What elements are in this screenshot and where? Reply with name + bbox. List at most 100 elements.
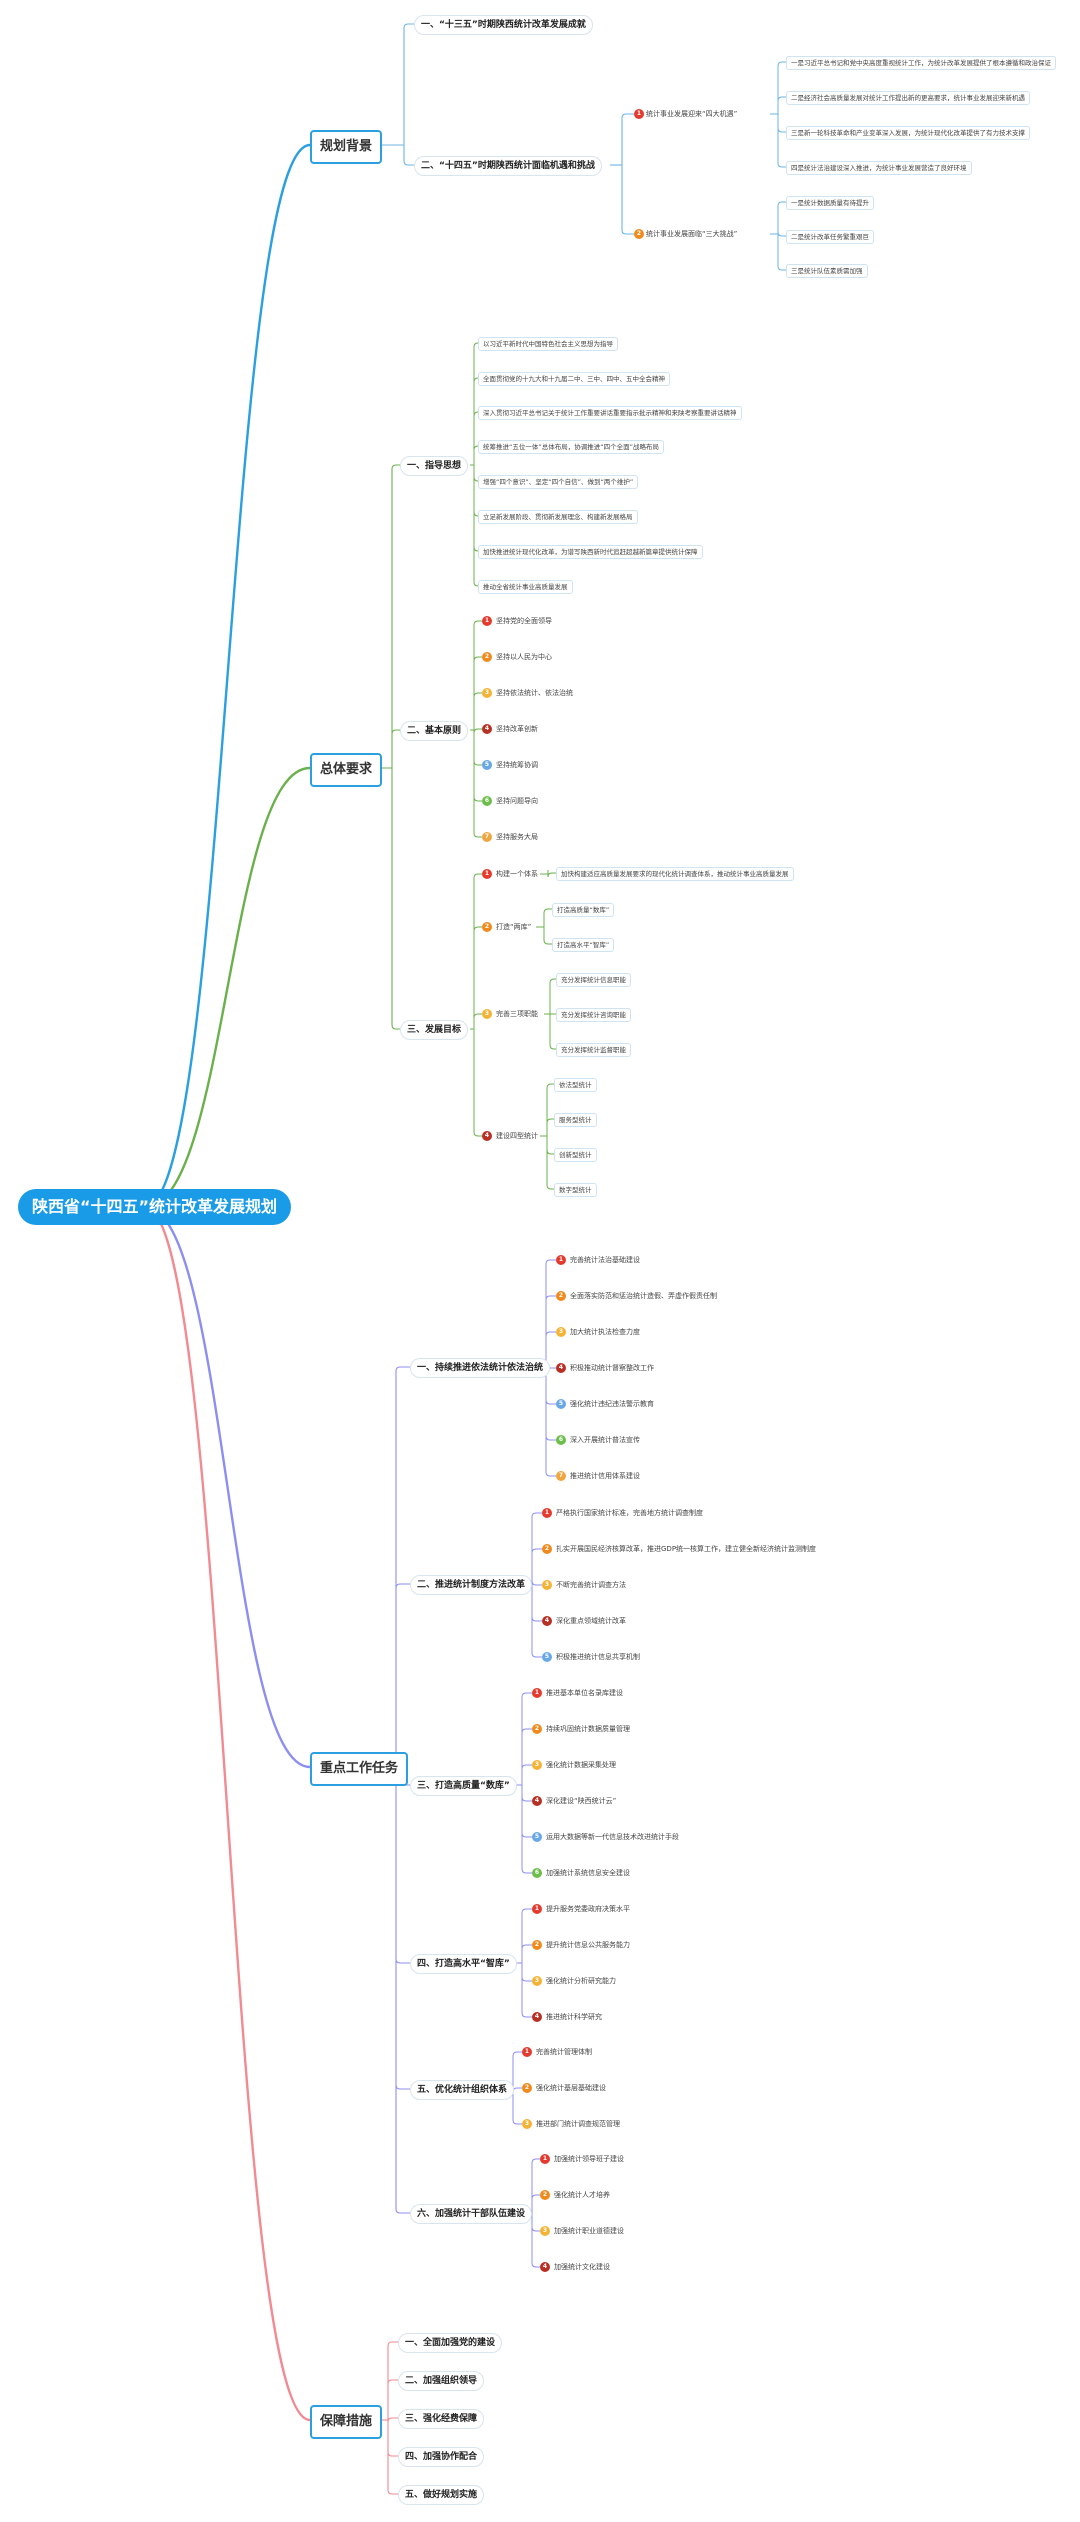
challenge-item[interactable]: 二是统计改革任务繁重艰巨 (786, 230, 874, 244)
principle-item[interactable]: 坚持问题导向 (496, 797, 538, 805)
guiding-item[interactable]: 推动全省统计事业高质量发展 (478, 580, 573, 594)
task-section-2[interactable]: 二、推进统计制度方法改革 (410, 1575, 533, 1595)
guiding-item[interactable]: 立足新发展阶段、贯彻新发展理念、构建新发展格局 (478, 510, 638, 524)
task-item[interactable]: 积极推动统计督察整改工作 (570, 1364, 654, 1372)
challenges-label[interactable]: 统计事业发展面临“三大挑战” (646, 230, 738, 238)
guiding-item[interactable]: 以习近平新时代中国特色社会主义思想为指导 (478, 337, 618, 351)
principle-item[interactable]: 坚持服务大局 (496, 833, 538, 841)
task-item[interactable]: 加大统计执法检查力度 (570, 1328, 640, 1336)
branch-background[interactable]: 规划背景 (310, 130, 383, 164)
guiding-item[interactable]: 全面贯彻党的十九大和十九届二中、三中、四中、五中全会精神 (478, 372, 670, 386)
branch-general-requirements[interactable]: 总体要求 (310, 753, 383, 787)
req-guiding-thought[interactable]: 一、指导思想 (400, 456, 469, 476)
task-item[interactable]: 强化统计数据采集处理 (546, 1761, 616, 1769)
opportunity-item[interactable]: 四是统计法治建设深入推进，为统计事业发展营造了良好环境 (786, 161, 972, 175)
challenge-item[interactable]: 三是统计队伍素质需加强 (786, 264, 868, 278)
connector-line (473, 760, 482, 766)
task-item[interactable]: 强化统计违纪违法警示教育 (570, 1400, 654, 1408)
task-item[interactable]: 强化统计人才培养 (554, 2191, 610, 2199)
task-item[interactable]: 运用大数据等新一代信息技术改进统计手段 (546, 1833, 679, 1841)
task-item[interactable]: 深化重点领域统计改革 (556, 1617, 626, 1625)
goal-item[interactable]: 打造高质量“数库” (552, 903, 615, 917)
safeguard-item[interactable]: 五、做好规划实施 (398, 2485, 485, 2505)
task-item[interactable]: 提升统计信息公共服务能力 (546, 1941, 630, 1949)
goal-label[interactable]: 建设四型统计 (496, 1132, 538, 1140)
principle-item[interactable]: 坚持党的全面领导 (496, 617, 552, 625)
task-item[interactable]: 强化统计基层基础建设 (536, 2084, 606, 2092)
task-item[interactable]: 强化统计分析研究能力 (546, 1977, 616, 1985)
guiding-item[interactable]: 深入贯彻习近平总书记关于统计工作重要讲话重要指示批示精神和来陕考察重要讲话精神 (478, 406, 742, 420)
task-index: 1 (532, 1688, 542, 1698)
branch-safeguards[interactable]: 保障措施 (310, 2405, 383, 2439)
connector-line (473, 873, 482, 879)
task-item[interactable]: 加强统计领导班子建设 (554, 2155, 624, 2163)
connector-line (777, 96, 786, 102)
challenge-item[interactable]: 一是统计数据质量有待提升 (786, 196, 874, 210)
opportunities-label[interactable]: 统计事业发展迎来“四大机遇” (646, 110, 738, 118)
task-item[interactable]: 完善统计管理体制 (536, 2048, 592, 2056)
goal-item[interactable]: 依法型统计 (554, 1078, 597, 1092)
guiding-item[interactable]: 加快推进统计现代化改革，为谱写陕西新时代追赶超越新篇章提供统计保障 (478, 545, 703, 559)
principle-item[interactable]: 坚持依法统计、依法治统 (496, 689, 573, 697)
task-item[interactable]: 加强统计职业道德建设 (554, 2227, 624, 2235)
task-item[interactable]: 完善统计法治基础建设 (570, 1256, 640, 1264)
connector-line (531, 1616, 542, 1622)
bg-section-1[interactable]: 一、“十三五”时期陕西统计改革发展成就 (414, 15, 593, 35)
task-item[interactable]: 积极推进统计信息共享机制 (556, 1653, 640, 1661)
task-item[interactable]: 推进统计科学研究 (546, 2013, 602, 2021)
task-index: 3 (532, 1760, 542, 1770)
task-index: 7 (556, 1471, 566, 1481)
goal-item[interactable]: 充分发挥统计咨询职能 (556, 1008, 631, 1022)
goal-label[interactable]: 打造“两库” (496, 923, 532, 931)
opportunity-item[interactable]: 一是习近平总书记和党中央高度重视统计工作，为统计改革发展提供了根本遵循和政治保证 (786, 56, 1056, 70)
task-section-5[interactable]: 五、优化统计组织体系 (410, 2080, 515, 2100)
connector-line (521, 1944, 532, 1950)
opportunity-item[interactable]: 三是新一轮科技革命和产业变革深入发展，为统计现代化改革提供了有力技术支撑 (786, 126, 1030, 140)
task-item[interactable]: 加强统计文化建设 (554, 2263, 610, 2271)
principle-item[interactable]: 坚持统筹协调 (496, 761, 538, 769)
req-basic-principles[interactable]: 二、基本原则 (400, 721, 469, 741)
principle-item[interactable]: 坚持以人民为中心 (496, 653, 552, 661)
goal-item[interactable]: 打造高水平“智库” (552, 938, 615, 952)
safeguard-item[interactable]: 四、加强协作配合 (398, 2447, 485, 2467)
task-item[interactable]: 推进统计信用体系建设 (570, 1472, 640, 1480)
goal-item[interactable]: 服务型统计 (554, 1113, 597, 1127)
task-section-3[interactable]: 三、打造高质量“数库” (410, 1776, 517, 1796)
guiding-item[interactable]: 增强“四个意识”、坚定“四个自信”、做到“两个维护” (478, 475, 639, 489)
goal-label[interactable]: 完善三项职能 (496, 1010, 538, 1018)
connector-line (777, 162, 786, 168)
guiding-item[interactable]: 统筹推进“五位一体”总体布局，协调推进“四个全面”战略布局 (478, 440, 664, 454)
connector-line (546, 1118, 554, 1124)
task-item[interactable]: 深化建设“陕西统计云” (546, 1797, 617, 1805)
bg-section-2[interactable]: 二、“十四五”时期陕西统计面临机遇和挑战 (414, 156, 602, 176)
task-item[interactable]: 持续巩固统计数据质量管理 (546, 1725, 630, 1733)
task-item[interactable]: 深入开展统计普法宣传 (570, 1436, 640, 1444)
task-item[interactable]: 推进基本单位名录库建设 (546, 1689, 623, 1697)
goal-item[interactable]: 充分发挥统计信息职能 (556, 973, 631, 987)
connector-line (549, 1044, 556, 1050)
task-item[interactable]: 提升服务党委政府决策水平 (546, 1905, 630, 1913)
task-section-1[interactable]: 一、持续推进依法统计依法治统 (410, 1358, 551, 1378)
connector-line (521, 1728, 532, 1734)
safeguard-item[interactable]: 三、强化经费保障 (398, 2409, 485, 2429)
task-item[interactable]: 严格执行国家统计标准，完善地方统计调查制度 (556, 1509, 703, 1517)
branch-key-tasks[interactable]: 重点工作任务 (310, 1752, 409, 1786)
goal-label[interactable]: 构建一个体系 (496, 870, 538, 878)
goal-item[interactable]: 充分发挥统计监督职能 (556, 1043, 631, 1057)
req-development-goals[interactable]: 三、发展目标 (400, 1020, 469, 1040)
opportunity-item[interactable]: 二是经济社会高质量发展对统计工作提出新的更高要求，统计事业发展迎来新机遇 (786, 91, 1030, 105)
task-section-6[interactable]: 六、加强统计干部队伍建设 (410, 2204, 533, 2224)
goal-item[interactable]: 加快构建适应高质量发展要求的现代化统计调查体系，推动统计事业高质量发展 (556, 867, 794, 881)
goal-item[interactable]: 数字型统计 (554, 1183, 597, 1197)
task-item[interactable]: 不断完善统计调查方法 (556, 1581, 626, 1589)
root-topic[interactable]: 陕西省“十四五”统计改革发展规划 (18, 1189, 292, 1225)
goal-item[interactable]: 创新型统计 (554, 1148, 597, 1162)
task-item[interactable]: 加强统计系统信息安全建设 (546, 1869, 630, 1877)
task-item[interactable]: 全面落实防范和惩治统计造假、弄虚作假责任制 (570, 1292, 717, 1300)
safeguard-item[interactable]: 一、全面加强党的建设 (398, 2333, 503, 2353)
task-item[interactable]: 扎实开展国民经济核算改革，推进GDP统一核算工作，建立健全新经济统计监测制度 (556, 1545, 817, 1553)
task-item[interactable]: 推进部门统计调查规范管理 (536, 2120, 620, 2128)
task-section-4[interactable]: 四、打造高水平“智库” (410, 1954, 517, 1974)
safeguard-item[interactable]: 二、加强组织领导 (398, 2371, 485, 2391)
principle-item[interactable]: 坚持改革创新 (496, 725, 538, 733)
